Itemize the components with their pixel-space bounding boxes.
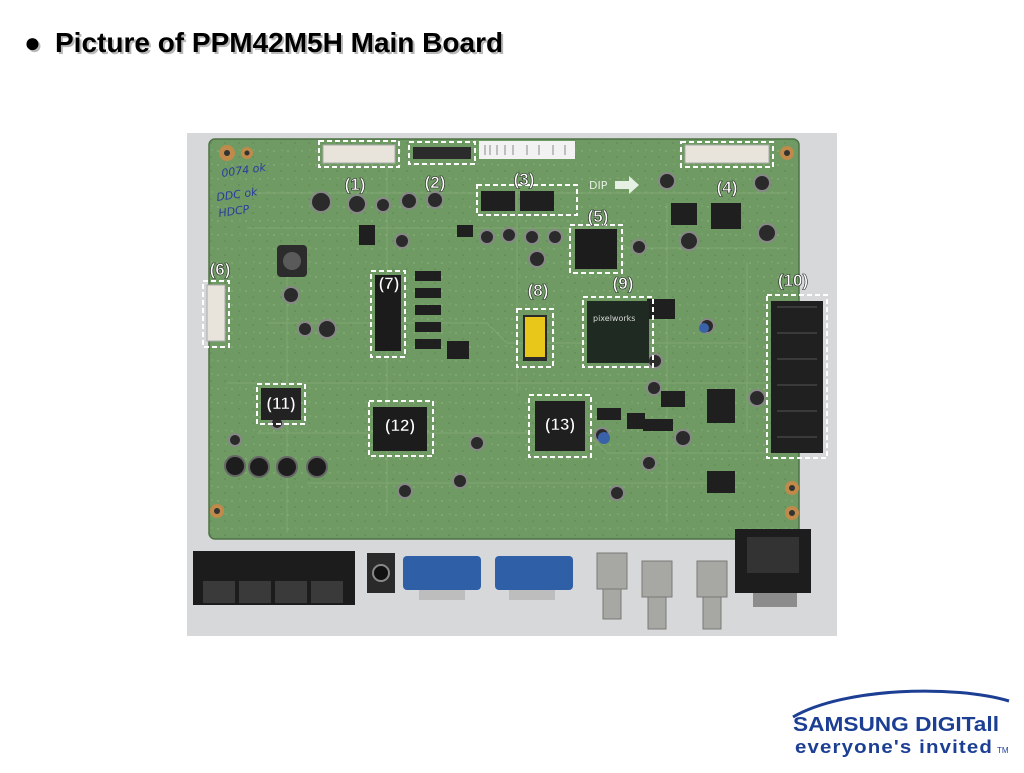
samsung-digitall-logo: SAMSUNG DIGITall everyone's invited TM (785, 683, 1024, 768)
callout-box-12 (368, 400, 434, 457)
callout-label-2: (2) (425, 173, 446, 192)
logo-line1: SAMSUNG DIGITall (793, 714, 999, 736)
callout-label-7: (7) (379, 274, 400, 293)
callout-box-9 (582, 296, 654, 368)
dip-silkscreen: DIP (589, 179, 608, 192)
callout-box-5 (569, 224, 623, 274)
callout-box-6 (202, 280, 230, 348)
pcb-board (209, 139, 799, 539)
bottom-connectors (193, 529, 811, 630)
callout-box-8 (516, 308, 554, 368)
note-ddc: DDC ok (216, 185, 259, 204)
logo-line2: everyone's invited (795, 737, 993, 757)
callout-label-6: (6) (210, 260, 231, 279)
slide-title: ● Picture of PPM42M5H Main Board (24, 26, 503, 60)
callout-label-10: (10) (778, 271, 808, 290)
callout-box-2 (408, 141, 476, 165)
callout-box-10 (766, 294, 828, 459)
bullet-icon: ● (24, 27, 41, 58)
note-hdcp: HDCP (218, 203, 251, 220)
capacitors (224, 172, 777, 501)
callout-label-5: (5) (588, 207, 609, 226)
dip-arrow (615, 176, 639, 194)
callout-box-3 (476, 184, 578, 216)
callout-label-12: (12) (385, 416, 415, 435)
mounting-holes (210, 145, 799, 520)
callout-box-11 (256, 383, 306, 425)
callout-label-1: (1) (345, 175, 366, 194)
logo-tm: TM (997, 746, 1009, 755)
logo-swoosh (792, 689, 1010, 719)
chip-marking: pixelworks (593, 314, 635, 323)
callout-box-4 (680, 141, 774, 168)
callout-boxes (202, 140, 828, 459)
callout-label-4: (4) (717, 178, 738, 197)
callout-box-1 (318, 140, 400, 168)
slide-title-text: Picture of PPM42M5H Main Board (55, 27, 504, 58)
callout-label-8: (8) (528, 281, 549, 300)
callout-label-13: (13) (545, 415, 575, 434)
callout-label-9: (9) (613, 274, 634, 293)
callout-label-11: (11) (266, 394, 295, 413)
callout-box-13 (528, 394, 592, 458)
main-board-photo: 0074 ok DDC ok HDCP DIP (187, 133, 837, 636)
callout-box-7 (370, 270, 406, 358)
callout-label-3: (3) (514, 170, 535, 189)
note-0074: 0074 ok (221, 161, 268, 180)
